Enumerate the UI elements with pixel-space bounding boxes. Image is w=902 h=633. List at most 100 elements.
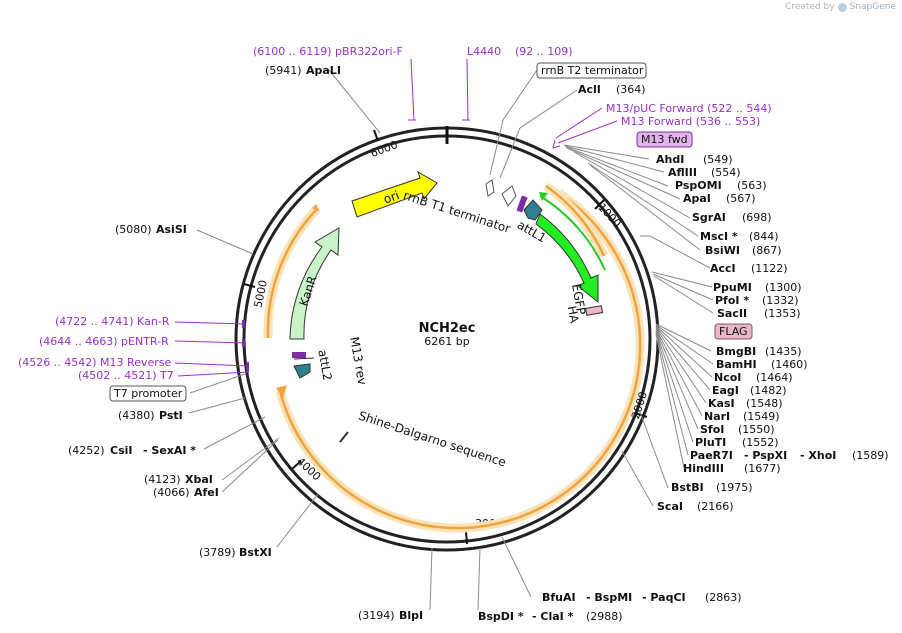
enzyme-bsiwi[interactable]: BsiWI — [705, 244, 740, 257]
primer-lines — [174, 58, 618, 377]
enzyme-eagi[interactable]: EagI — [712, 384, 739, 397]
primer-m13-forward[interactable]: M13 Forward (536 .. 553) — [621, 115, 760, 128]
attl2-label: attL2 — [315, 349, 334, 382]
enzyme-kasi[interactable]: KasI — [708, 397, 735, 410]
enzyme-xhoi-pos: (1589) — [852, 449, 889, 462]
primer-pentr-r[interactable]: (4644 .. 4663) pENTR-R — [39, 335, 169, 348]
enzyme-nari-pos: (1549) — [743, 410, 780, 423]
ori-label: ori — [382, 188, 401, 206]
enzyme-sgrai-pos: (698) — [742, 211, 772, 224]
enzyme-sexai[interactable]: - SexAI * — [143, 444, 196, 457]
primer-m13-puc-forward[interactable]: M13/pUC Forward (522 .. 544) — [606, 102, 772, 115]
enzyme-pfoi[interactable]: PfoI * — [715, 294, 749, 307]
enzyme-asisi-pos: (5080) — [115, 223, 152, 236]
feature-egfp[interactable]: EGFP — [535, 192, 606, 316]
primer-kan-r[interactable]: (4722 .. 4741) Kan-R — [55, 315, 170, 328]
feature-ha[interactable]: HA — [565, 305, 604, 325]
enzyme-csii[interactable]: CsiI — [110, 444, 132, 457]
enzyme-bstxi[interactable]: BstXI — [239, 546, 272, 559]
enzyme-pluti[interactable]: PluTI — [695, 436, 726, 449]
enzyme-pspxi[interactable]: - PspXI — [744, 449, 787, 462]
enzyme-ncoi[interactable]: NcoI — [714, 371, 741, 384]
primer-pbr322ori-f[interactable]: (6100 .. 6119) pBR322ori-F — [253, 45, 403, 58]
enzyme-aflii[interactable]: AflIII — [668, 166, 697, 179]
orf-arcs — [263, 182, 645, 533]
enzyme-acci-pos: (1122) — [751, 262, 788, 275]
tick-label-5000: 5000 — [252, 279, 271, 309]
primer-l4440-name[interactable]: L4440 — [467, 45, 501, 58]
enzyme-bmgbi[interactable]: BmgBI — [716, 345, 756, 358]
enzyme-acci[interactable]: AccI — [710, 262, 736, 275]
enzyme-sfoi[interactable]: SfoI — [700, 423, 724, 436]
enzyme-acli[interactable]: AclI — [578, 83, 601, 96]
egfp-label: EGFP — [569, 283, 588, 316]
feature-shine-dalgarno[interactable]: Shine-Dalgarno sequence — [339, 409, 508, 470]
enzyme-bamhi-pos: (1460) — [771, 358, 808, 371]
enzyme-afei[interactable]: AfeI — [194, 486, 219, 499]
m13-rev-label: M13 rev — [347, 336, 369, 386]
enzyme-blpi-pos: (3194) — [358, 609, 395, 622]
enzyme-bstxi-pos: (3789) — [199, 546, 236, 559]
enzyme-bspdi[interactable]: BspDI * — [478, 610, 524, 623]
enzyme-sacii[interactable]: SacII — [717, 307, 747, 320]
primer-m13-reverse[interactable]: (4526 .. 4542) M13 Reverse — [18, 356, 171, 369]
enzyme-asisi[interactable]: AsiSI — [156, 223, 187, 236]
enzyme-scai[interactable]: ScaI — [657, 500, 683, 513]
flag-label: FLAG — [719, 325, 748, 338]
enzyme-bfuai[interactable]: BfuAI — [542, 591, 576, 604]
enzyme-bamhi[interactable]: BamHI — [716, 358, 757, 371]
enzyme-scai-pos: (2166) — [697, 500, 734, 513]
enzyme-apai-pos: (567) — [726, 192, 756, 205]
enzyme-hindiii-pos: (1677) — [744, 462, 781, 475]
enzyme-ppumi-pos: (1300) — [765, 281, 802, 294]
enzyme-bspmi[interactable]: - BspMI — [586, 591, 632, 604]
plasmid-length: 6261 bp — [424, 335, 469, 348]
enzyme-ahdi-pos: (549) — [703, 153, 733, 166]
shine-dalgarno-label: Shine-Dalgarno sequence — [357, 409, 508, 470]
feature-kanr[interactable]: KanR — [289, 227, 340, 340]
box-m13-fwd[interactable]: M13 fwd — [636, 131, 693, 148]
box-flag[interactable]: FLAG — [714, 323, 753, 340]
rrnb-t1-label: rrnB T1 terminator — [402, 188, 513, 236]
m13-fwd-label: M13 fwd — [641, 133, 688, 146]
enzyme-paqci[interactable]: - PaqCI — [642, 591, 686, 604]
enzyme-nari[interactable]: NarI — [704, 410, 730, 423]
enzyme-xbai-pos: (4123) — [144, 473, 181, 486]
enzyme-paer7i[interactable]: PaeR7I — [690, 449, 733, 462]
enzyme-clai[interactable]: - ClaI * — [532, 610, 574, 623]
snapgene-logo-icon — [837, 2, 847, 12]
enzyme-msci[interactable]: MscI * — [700, 230, 738, 243]
enzyme-xbai[interactable]: XbaI — [185, 473, 213, 486]
enzyme-acli-pos: (364) — [616, 83, 646, 96]
enzyme-xhoi[interactable]: - XhoI — [800, 449, 836, 462]
kanr-label: KanR — [297, 274, 320, 308]
rrnb-t2-label: rrnB T2 terminator — [541, 64, 644, 77]
primer-t7[interactable]: (4502 .. 4521) T7 — [78, 369, 174, 382]
credit-brand: SnapGene — [849, 2, 896, 12]
enzyme-ppumi[interactable]: PpuMI — [713, 281, 752, 294]
enzyme-apai[interactable]: ApaI — [683, 192, 711, 205]
enzyme-eagi-pos: (1482) — [750, 384, 787, 397]
plasmid-name: NCH2ec — [419, 321, 476, 336]
enzyme-sgrai[interactable]: SgrAI — [692, 211, 726, 224]
box-rrnb-t2[interactable]: rrnB T2 terminator — [536, 62, 647, 79]
feature-ori[interactable]: ori — [351, 170, 438, 218]
primer-l4440-range[interactable]: (92 .. 109) — [515, 45, 573, 58]
enzyme-apali[interactable]: ApaLI — [306, 64, 341, 77]
enzyme-hindiii[interactable]: HindIII — [683, 462, 724, 475]
enzyme-bstbi-pos: (1975) — [716, 481, 753, 494]
enzyme-psti[interactable]: PstI — [159, 409, 183, 422]
enzyme-msci-pos: (844) — [749, 230, 779, 243]
box-t7-promoter[interactable]: T7 promoter — [109, 385, 187, 402]
enzyme-pspomi[interactable]: PspOMI — [675, 179, 722, 192]
credit-prefix: Created by — [785, 2, 835, 12]
t7-promoter-label: T7 promoter — [113, 387, 183, 400]
enzyme-sfoi-pos: (1550) — [738, 423, 775, 436]
enzyme-paqci-pos: (2863) — [705, 591, 742, 604]
enzyme-ahdi[interactable]: AhdI — [656, 153, 684, 166]
feature-attl2[interactable]: attL2 — [292, 349, 335, 382]
enzyme-bstbi[interactable]: BstBI — [671, 481, 704, 494]
enzyme-sacii-pos: (1353) — [764, 307, 801, 320]
enzyme-blpi[interactable]: BlpI — [399, 609, 423, 622]
